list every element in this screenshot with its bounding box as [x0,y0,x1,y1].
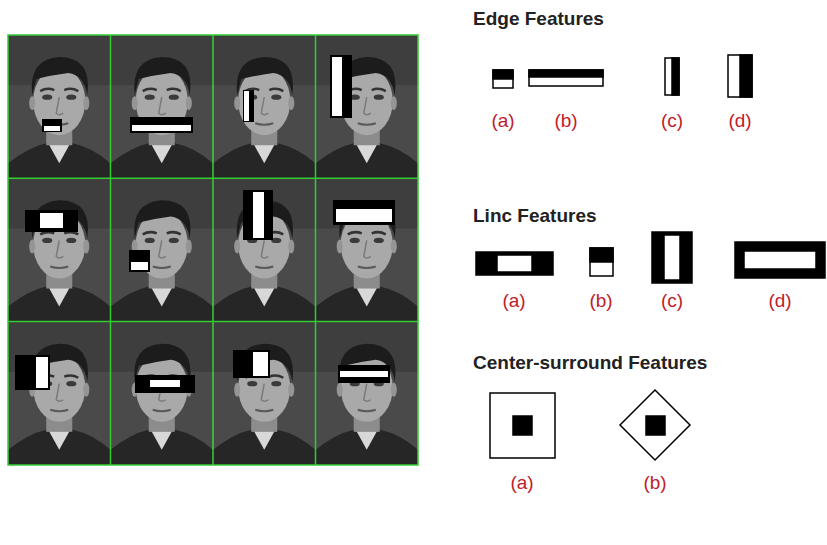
feature-tag: (a) [491,110,514,132]
haar-black [672,58,679,95]
center-surround-diamond [620,390,690,460]
grid-line [212,35,214,465]
haar-black [333,200,395,225]
haar-black [513,416,532,435]
feature-tag: (d) [768,290,791,312]
face-grid [8,35,418,465]
feature-tag: (a) [510,472,533,494]
face-tile [8,35,110,178]
haar-white [253,192,264,238]
feature-tag: (b) [643,472,666,494]
edge-icon [665,58,679,95]
haar-white [244,91,249,121]
face-tile [8,322,110,465]
face-tile [213,178,315,321]
haar-white [340,371,388,377]
feature-tag: (c) [661,290,683,312]
section-heading: Edge Features [473,8,604,30]
haar-white [132,125,191,131]
grid-lines [8,35,418,465]
edge-icon [728,55,752,97]
haar-white [131,262,148,270]
line-icon [476,252,553,275]
face-tile [8,178,110,321]
face-tile [111,178,213,321]
haar-black [243,90,254,122]
grid-line [315,35,317,465]
haar-black [129,250,150,272]
grid-line [8,178,418,180]
haar-black [590,248,613,262]
haar-black [529,70,603,77]
haar-white [44,126,60,131]
feature-tag: (d) [728,110,751,132]
line-icon [735,242,825,278]
haar-black [233,350,270,378]
grid-line [110,35,112,465]
face-tile [316,35,418,178]
haar-white [253,352,268,376]
haar-white [336,209,392,222]
haar-white [332,57,342,116]
haar-black [740,55,752,97]
haar-black [130,117,193,133]
grid-border [8,35,418,465]
haar-white [40,213,63,228]
haar-black [646,416,665,435]
haar-black [330,55,352,118]
feature-tag: (c) [661,110,683,132]
face-tile [316,178,418,321]
haar-black [25,210,78,232]
edge-icon [529,70,603,86]
face-tile [213,322,315,465]
haar-white [36,357,48,388]
edge-icon [493,70,513,88]
haar-white [744,251,816,269]
grid-line [8,321,418,323]
haar-white [150,380,180,387]
line-icon [590,248,613,276]
haar-black [243,190,273,240]
feature-tag: (b) [589,290,612,312]
face-overlays [15,55,395,393]
feature-tag: (a) [502,290,525,312]
center-surround-square [490,393,555,458]
haar-black [338,365,390,383]
section-heading: Center-surround Features [473,352,707,374]
face-tile [111,35,213,178]
haar-black [15,355,50,390]
face-tile [111,322,213,465]
line-icon [652,232,692,283]
haar-black [135,375,195,393]
haar-white [664,235,680,280]
haar-white [497,255,532,272]
section-heading: Linc Features [473,205,597,227]
haar-black [493,70,513,79]
feature-icons [476,55,825,460]
face-tile [213,35,315,178]
face-tile [316,322,418,465]
haar-black [42,119,62,132]
feature-tag: (b) [554,110,577,132]
